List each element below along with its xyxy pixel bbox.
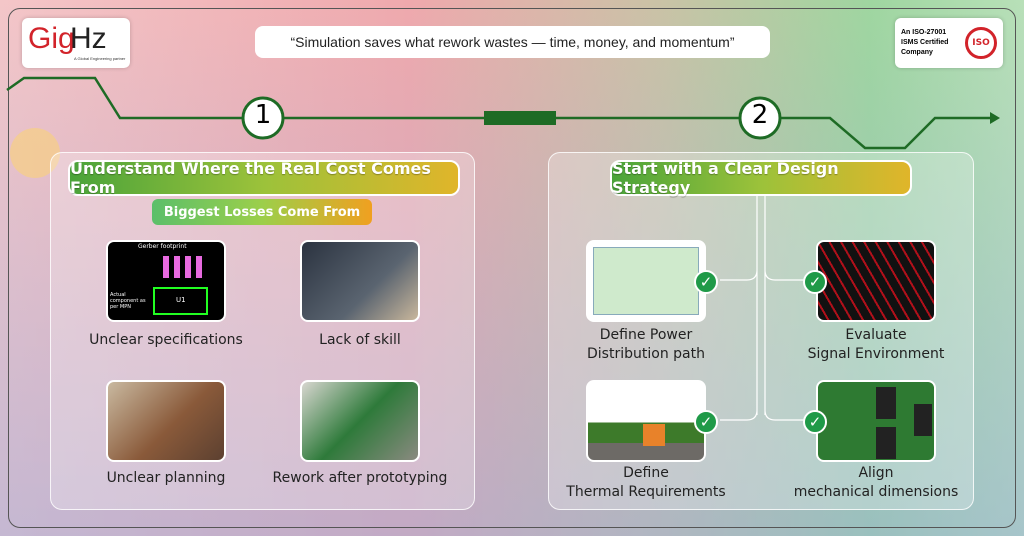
label-line: Thermal Requirements xyxy=(566,484,726,500)
label-line: Define Power xyxy=(599,327,693,343)
iso-badge: An ISO-27001 ISMS Certified Company ISO xyxy=(895,18,1003,68)
check-icon: ✓ xyxy=(803,270,827,294)
lack-of-skill-image xyxy=(300,240,420,322)
label-line: mechanical dimensions xyxy=(793,484,959,500)
arrow-head-icon xyxy=(990,112,1000,124)
logo-tagline: A Global Engineering partner xyxy=(74,56,126,61)
gighz-logo[interactable]: Gig Hz A Global Engineering partner xyxy=(22,18,130,68)
step-circle-2 xyxy=(738,96,782,140)
step-number-2: 2 xyxy=(751,100,769,130)
item-label: Rework after prototyping xyxy=(272,470,448,486)
signal-environment-image xyxy=(816,240,936,322)
item-label: Unclear planning xyxy=(106,470,226,486)
label-line: Signal Environment xyxy=(807,346,945,362)
mechanical-image xyxy=(816,380,936,462)
iso-seal-icon: ISO xyxy=(965,27,997,59)
logo-text-hz: Hz xyxy=(70,22,107,55)
img-caption: Actual component as per MPN xyxy=(110,292,146,310)
check-icon: ✓ xyxy=(803,410,827,434)
right-title: Start with a Clear Design Strategy xyxy=(610,159,912,197)
img-u1: U1 xyxy=(176,296,186,304)
timeline-line xyxy=(6,76,995,150)
item-label: Align mechanical dimensions xyxy=(776,464,976,502)
left-subtitle: Biggest Losses Come From xyxy=(152,199,372,225)
item-label: Lack of skill xyxy=(319,332,401,348)
check-icon: ✓ xyxy=(694,270,718,294)
rework-image xyxy=(300,380,420,462)
step-number-1: 1 xyxy=(254,100,272,130)
frame xyxy=(8,8,1016,528)
logo-text-gig: Gig xyxy=(28,22,75,55)
power-distribution-image xyxy=(586,240,706,322)
label-line: Align xyxy=(858,465,894,481)
step-circle-1 xyxy=(241,96,285,140)
item-label: Unclear specifications xyxy=(89,332,243,348)
label-line: Evaluate xyxy=(845,327,907,343)
timeline xyxy=(6,76,1000,150)
unclear-specifications-image: Gerber footprint U1 Actual component as … xyxy=(106,240,226,322)
left-title: Understand Where the Real Cost Comes Fro… xyxy=(68,159,460,197)
label-line: Distribution path xyxy=(587,346,705,362)
check-icon: ✓ xyxy=(694,410,718,434)
unclear-planning-image xyxy=(106,380,226,462)
label-line: Define xyxy=(623,465,669,481)
certification-text: An ISO-27001 ISMS Certified Company xyxy=(901,29,949,56)
thermal-image xyxy=(586,380,706,462)
timeline-bar xyxy=(484,111,556,125)
lightbulb-icon xyxy=(10,128,60,178)
connector-lines xyxy=(720,190,810,421)
img-caption: Gerber footprint xyxy=(138,243,187,250)
quote-banner: “Simulation saves what rework wastes — t… xyxy=(255,26,770,58)
